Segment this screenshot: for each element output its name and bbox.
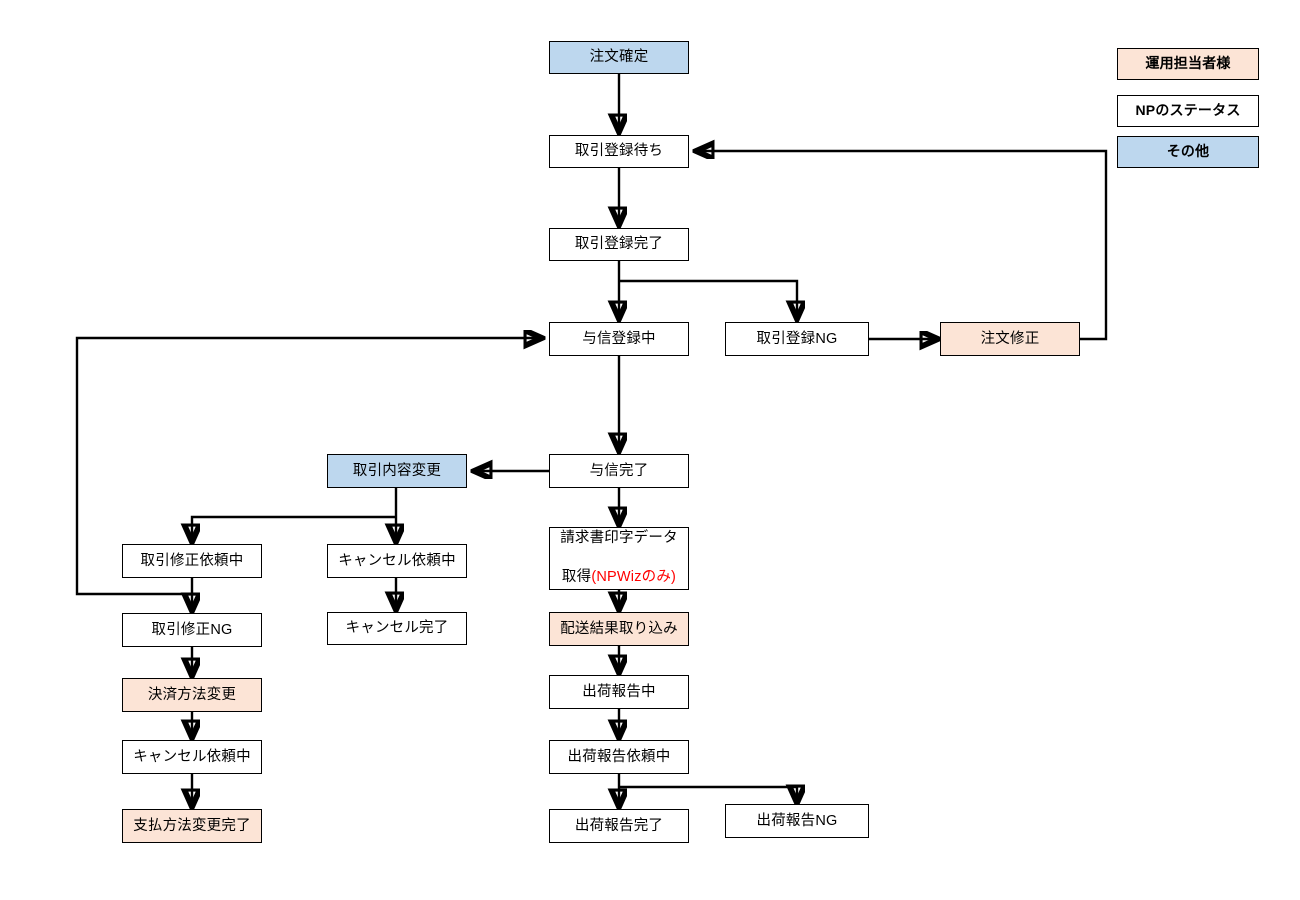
legend-item-np-status: NPのステータス (1117, 95, 1259, 127)
node-shipping-report-done[interactable]: 出荷報告完了 (549, 809, 689, 843)
edge-order-fix-loop-to-waiting (697, 151, 1108, 341)
edge-report-request-to-report-ng (619, 787, 797, 802)
node-txn-fix-ng[interactable]: 取引修正NG (122, 613, 262, 647)
node-label: 取引内容変更 (352, 462, 442, 479)
node-label: 取引登録待ち (574, 143, 664, 160)
legend-item-other: その他 (1117, 136, 1259, 168)
node-txn-register-ng[interactable]: 取引登録NG (725, 322, 869, 356)
node-cancel-requesting-mid[interactable]: キャンセル依頼中 (327, 544, 467, 578)
node-shipping-report-ng[interactable]: 出荷報告NG (725, 804, 869, 838)
node-label: 与信完了 (589, 462, 649, 479)
node-label-line2: 取得(NPWizのみ) (562, 549, 676, 588)
node-label-line1: 請求書印字データ (560, 530, 678, 547)
node-txn-register-waiting[interactable]: 取引登録待ち (549, 135, 689, 168)
node-label-line2-red: (NPWizのみ) (591, 569, 677, 586)
node-txn-register-done[interactable]: 取引登録完了 (549, 228, 689, 261)
legend-item-operator: 運用担当者様 (1117, 48, 1259, 80)
node-label: 出荷報告NG (756, 812, 838, 829)
node-txn-content-change[interactable]: 取引内容変更 (327, 454, 467, 488)
node-cancel-requesting-left[interactable]: キャンセル依頼中 (122, 740, 262, 774)
edge-content-change-to-fix-requesting (192, 515, 396, 541)
node-payment-change-done[interactable]: 支払方法変更完了 (122, 809, 262, 843)
node-label: 注文確定 (589, 49, 649, 66)
node-shipping-report-request[interactable]: 出荷報告依頼中 (549, 740, 689, 774)
node-label: キャンセル依頼中 (133, 748, 251, 765)
node-label: 出荷報告完了 (574, 817, 664, 834)
node-txn-fix-requesting[interactable]: 取引修正依頼中 (122, 544, 262, 578)
node-label: 決済方法変更 (147, 686, 237, 703)
legend-label-other: その他 (1166, 143, 1210, 160)
node-delivery-result-import[interactable]: 配送結果取り込み (549, 612, 689, 646)
node-credit-registering[interactable]: 与信登録中 (549, 322, 689, 356)
node-order-confirmed[interactable]: 注文確定 (549, 41, 689, 74)
node-label: 支払方法変更完了 (133, 817, 251, 834)
node-label-line2-plain: 取得 (561, 569, 592, 586)
node-label: 注文修正 (980, 330, 1040, 347)
node-label: 配送結果取り込み (560, 620, 678, 637)
node-shipping-reporting[interactable]: 出荷報告中 (549, 675, 689, 709)
node-label: 出荷報告中 (582, 683, 656, 700)
node-label: キャンセル完了 (345, 620, 449, 637)
node-order-fix[interactable]: 注文修正 (940, 322, 1080, 356)
node-label: 取引修正NG (151, 621, 233, 638)
node-label: 与信登録中 (582, 330, 656, 347)
node-label: 取引登録NG (756, 330, 838, 347)
node-label: キャンセル依頼中 (338, 552, 456, 569)
node-label: 取引修正依頼中 (140, 552, 244, 569)
node-label: 取引登録完了 (574, 236, 664, 253)
legend-label-operator: 運用担当者様 (1145, 55, 1231, 72)
node-credit-done[interactable]: 与信完了 (549, 454, 689, 488)
legend-label-np-status: NPのステータス (1135, 102, 1241, 119)
node-label: 出荷報告依頼中 (567, 748, 671, 765)
node-cancel-done[interactable]: キャンセル完了 (327, 612, 467, 645)
edge-register-done-to-register-ng (619, 279, 797, 318)
node-invoice-print-data[interactable]: 請求書印字データ 取得(NPWizのみ) (549, 527, 689, 590)
node-payment-method-change[interactable]: 決済方法変更 (122, 678, 262, 712)
